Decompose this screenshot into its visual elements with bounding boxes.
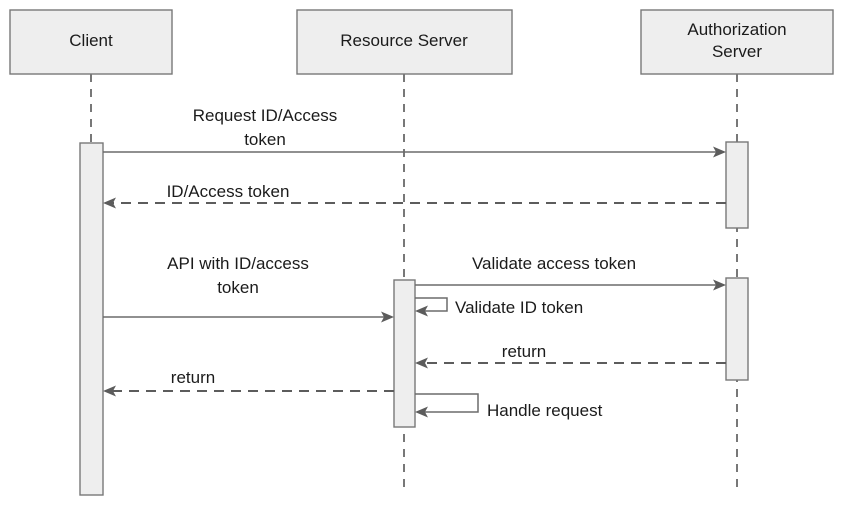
message-label-msg-validate-access-token: Validate access token <box>472 254 636 273</box>
participant-box-resource-server[interactable] <box>296 9 513 75</box>
arrow-head-msg-validate-access-token <box>713 279 726 291</box>
activation-bar-resource-server <box>393 279 416 428</box>
arrow-head-msg-request-token <box>713 146 726 158</box>
participant-box-client[interactable] <box>9 9 173 75</box>
activation-bar-authorization-server <box>725 277 749 381</box>
activation-bar-authorization-server <box>725 141 749 229</box>
arrow-head-selfcall-validate-id-token <box>415 305 428 317</box>
arrow-head-msg-api-call <box>381 311 394 323</box>
arrow-head-selfcall-handle-request <box>415 406 428 418</box>
message-label-msg-return-client: return <box>171 368 215 387</box>
participant-label-client: Client <box>69 31 113 50</box>
arrow-head-msg-return-token <box>103 197 116 209</box>
message-label-msg-return-token: ID/Access token <box>167 182 290 201</box>
arrow-head-msg-return-validate <box>415 357 428 369</box>
activation-bar-client <box>79 142 104 496</box>
participant-label-resource-server: Resource Server <box>340 31 468 50</box>
self-call-path-selfcall-validate-id-token <box>415 297 448 312</box>
participant-box-authorization-server[interactable] <box>640 9 834 75</box>
self-call-label-selfcall-handle-request: Handle request <box>487 401 603 420</box>
activations-layer <box>79 141 749 496</box>
message-label-msg-return-validate: return <box>502 342 546 361</box>
arrow-head-msg-return-client <box>103 385 116 397</box>
self-call-label-selfcall-validate-id-token: Validate ID token <box>455 298 583 317</box>
self-call-path-selfcall-handle-request <box>415 393 479 413</box>
